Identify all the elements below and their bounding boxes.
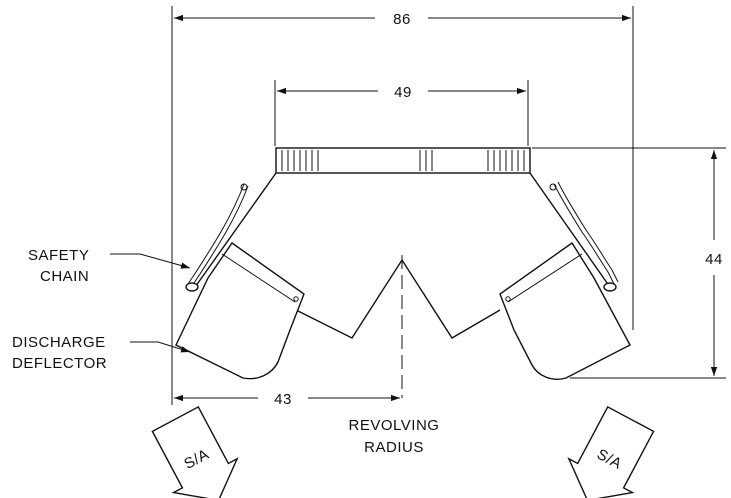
right-safety-chain [549,181,619,292]
overall-width-dimension: 86 [171,6,634,405]
height-value: 44 [705,251,723,268]
top-collar [275,147,531,174]
height-dimension: 44 [532,147,726,379]
sa-arrow-right: S/A [567,405,655,498]
sa-right-label: S/A [594,446,625,473]
revolving-radius-label-line1: REVOLVING [349,417,440,434]
right-deflector-shape [499,242,631,380]
chain-top-ring-right [549,183,557,191]
chain-top-ring-left [240,183,248,191]
top-width-value: 49 [394,84,412,101]
right-discharge-deflector [499,242,631,380]
overall-width-value: 86 [393,11,411,28]
y-body-outline [192,172,613,339]
sa-left-label: S/A [181,446,212,473]
collar-band [275,147,531,174]
chain-bottom-clip-right [603,282,617,292]
chain-bottom-clip-left [185,282,199,292]
half-width-value: 43 [274,391,292,408]
half-width-dimension: 43 [174,391,400,408]
sa-arrow-left: S/A [151,405,239,498]
discharge-deflector-label-line1: DISCHARGE [12,334,106,351]
top-width-dimension: 49 [274,80,529,146]
revolving-radius-label-line2: RADIUS [364,439,424,456]
discharge-deflector-label-line2: DEFLECTOR [12,355,107,372]
left-safety-chain [185,183,249,292]
safety-chain-leader [110,253,191,269]
discharge-deflector-leader [130,341,191,353]
left-discharge-deflector [175,242,305,380]
left-deflector-shape [175,242,305,380]
safety-chain-label-line1: SAFETY [28,247,89,264]
safety-chain-label-line2: CHAIN [40,268,89,285]
